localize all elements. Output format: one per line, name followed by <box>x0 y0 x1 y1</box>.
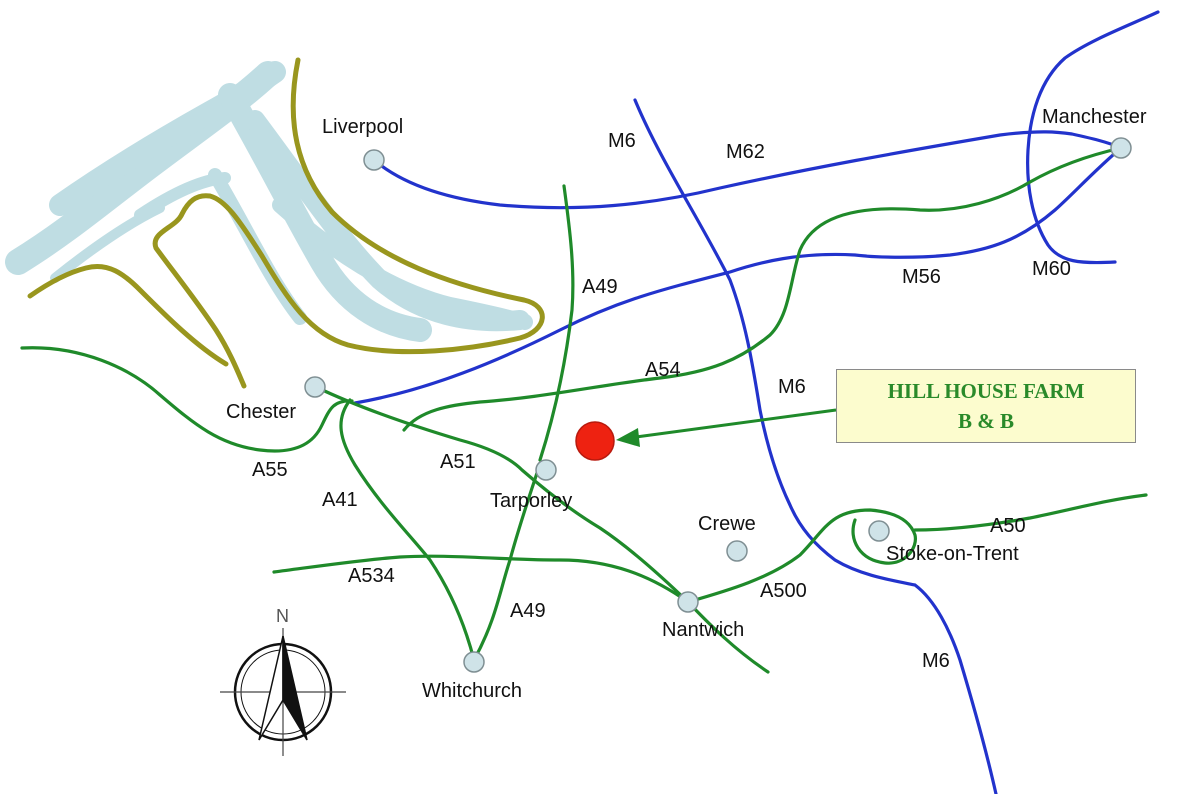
hill-house-farm-callout: HILL HOUSE FARM B & B <box>836 369 1136 443</box>
label-a534: A534 <box>348 565 395 587</box>
label-chester: Chester <box>226 401 296 423</box>
label-a54: A54 <box>645 359 681 381</box>
a-roads <box>20 146 1148 674</box>
town-marker-whitchurch <box>463 651 485 673</box>
label-m6-south: M6 <box>922 650 950 672</box>
road-a55 <box>20 346 354 453</box>
road-a534 <box>272 554 690 604</box>
motorways <box>353 10 1160 794</box>
town-marker-manchester <box>1110 137 1132 159</box>
road-labels: M6 M62 M56 M60 A49 A54 M6 A51 A55 A41 A5… <box>252 130 1071 672</box>
label-tarporley: Tarporley <box>490 490 572 512</box>
road-m6 <box>633 98 998 794</box>
label-stoke: Stoke-on-Trent <box>886 543 1019 565</box>
town-marker-nantwich <box>677 591 699 613</box>
label-m62: M62 <box>726 141 765 163</box>
label-nantwich: Nantwich <box>662 619 744 641</box>
label-a500: A500 <box>760 580 807 602</box>
road-a54 <box>402 146 1123 432</box>
label-a49-north: A49 <box>582 276 618 298</box>
farm-location-marker <box>575 421 615 461</box>
label-a50: A50 <box>990 515 1026 537</box>
label-m56: M56 <box>902 266 941 288</box>
callout-line-2: B & B <box>957 409 1014 433</box>
label-a41: A41 <box>322 489 358 511</box>
road-m60 <box>1026 10 1160 265</box>
estuary-water <box>5 61 533 342</box>
road-a50 <box>913 493 1148 532</box>
compass-rose-icon: N <box>220 606 346 756</box>
label-a49-south: A49 <box>510 600 546 622</box>
road-a41 <box>339 398 476 662</box>
label-manchester: Manchester <box>1042 106 1147 128</box>
label-m6-mid: M6 <box>778 376 806 398</box>
label-a55: A55 <box>252 459 288 481</box>
label-m6-north: M6 <box>608 130 636 152</box>
town-marker-crewe <box>726 540 748 562</box>
label-a51: A51 <box>440 451 476 473</box>
label-liverpool: Liverpool <box>322 116 403 138</box>
road-m62 <box>372 130 1123 210</box>
town-marker-stoke <box>868 520 890 542</box>
farm-arrow <box>616 408 837 447</box>
label-crewe: Crewe <box>698 513 756 535</box>
road-m56 <box>353 146 1123 405</box>
coastline <box>27 57 545 389</box>
road-a51 <box>314 385 770 674</box>
label-whitchurch: Whitchurch <box>422 680 522 702</box>
town-marker-tarporley <box>535 459 557 481</box>
town-labels: Liverpool Manchester Chester Tarporley C… <box>226 106 1147 702</box>
town-marker-chester <box>304 376 326 398</box>
town-marker-liverpool <box>363 149 385 171</box>
callout-line-1: HILL HOUSE FARM <box>887 379 1085 403</box>
road-a49-north <box>538 184 575 462</box>
road-a500 <box>686 508 917 604</box>
compass-north-label: N <box>276 606 289 626</box>
towns <box>304 137 1132 673</box>
label-m60: M60 <box>1032 258 1071 280</box>
